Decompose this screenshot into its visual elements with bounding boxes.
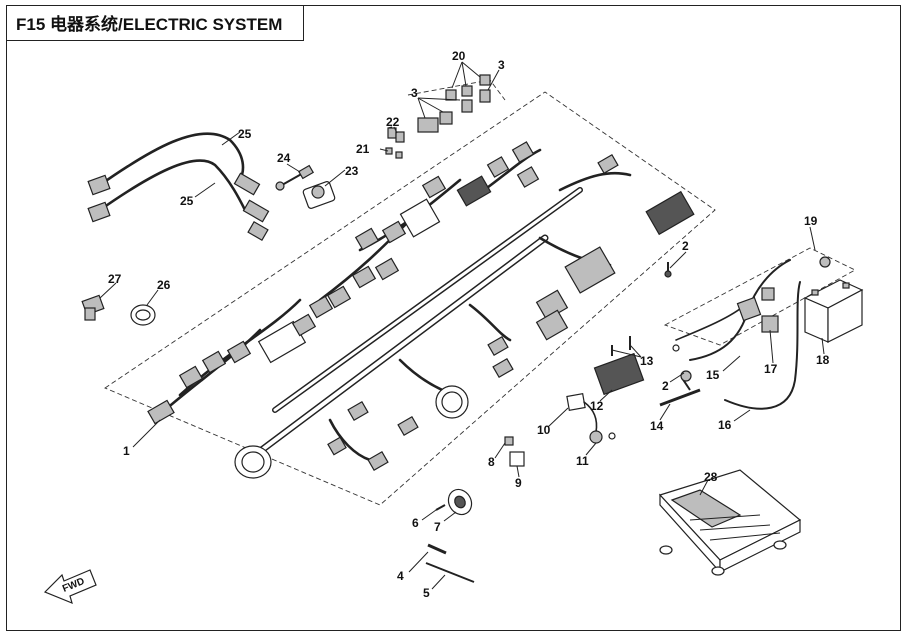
callout-14: 14 — [650, 419, 664, 433]
callout-11: 11 — [576, 454, 589, 468]
oxygen-sensor-cables — [87, 132, 270, 242]
callout-27: 27 — [108, 272, 122, 286]
ecu-module — [658, 469, 802, 576]
tie-strap-clip — [425, 543, 475, 583]
callout-6: 6 — [412, 516, 419, 530]
main-wiring-harness — [147, 141, 695, 479]
callout-25-lower: 25 — [180, 194, 194, 208]
callout-3-left: 3 — [411, 86, 418, 100]
relays-fuses — [385, 74, 491, 159]
callout-12: 12 — [590, 399, 604, 413]
leader-lines — [99, 61, 825, 590]
diagram-title-box: F15 电器系统/ELECTRIC SYSTEM — [6, 5, 304, 41]
voltage-regulator — [593, 336, 645, 396]
fuse-holder — [504, 436, 525, 467]
callout-26: 26 — [157, 278, 171, 292]
callout-25-upper: 25 — [238, 127, 252, 141]
callout-21: 21 — [356, 142, 370, 156]
callout-3-right: 3 — [498, 58, 505, 72]
callout-22: 22 — [386, 115, 400, 129]
callout-19: 19 — [804, 214, 818, 228]
callout-5: 5 — [423, 586, 430, 600]
horn — [435, 488, 473, 516]
callout-13: 13 — [640, 354, 654, 368]
callout-9: 9 — [515, 476, 522, 490]
callout-2-upper: 2 — [682, 239, 689, 253]
callout-1: 1 — [123, 444, 130, 458]
callout-23: 23 — [345, 164, 359, 178]
bolts — [664, 262, 692, 391]
callout-24: 24 — [277, 151, 291, 165]
callout-numbers: 1 2 2 3 3 4 5 6 7 8 9 10 11 12 13 14 15 … — [108, 49, 830, 600]
battery — [803, 279, 864, 343]
callout-4: 4 — [397, 569, 404, 583]
callout-2-lower: 2 — [662, 379, 669, 393]
sensor-bolt-assembly — [275, 164, 336, 209]
callout-10: 10 — [537, 423, 551, 437]
callout-17: 17 — [764, 362, 778, 376]
callout-28: 28 — [704, 470, 718, 484]
callout-7: 7 — [434, 520, 441, 534]
callout-16: 16 — [718, 418, 732, 432]
callout-8: 8 — [488, 455, 495, 469]
battery-cables — [659, 256, 831, 410]
callout-18: 18 — [816, 353, 830, 367]
connector-grommet — [566, 393, 616, 444]
diagram-title: F15 电器系统/ELECTRIC SYSTEM — [16, 15, 283, 34]
battery-boundary — [663, 247, 856, 346]
diagram-frame — [6, 5, 901, 631]
callout-20: 20 — [452, 49, 466, 63]
clamp-and-sensor — [81, 294, 156, 326]
forward-direction-arrow: FWD — [43, 569, 97, 605]
callout-15: 15 — [706, 368, 720, 382]
harness-boundary — [104, 91, 716, 506]
